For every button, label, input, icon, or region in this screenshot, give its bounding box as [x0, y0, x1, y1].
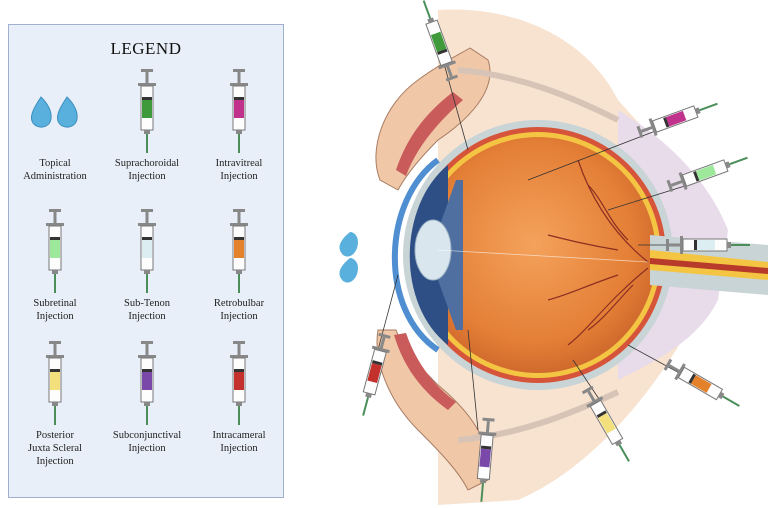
- placed-syringe-icon: [476, 417, 497, 502]
- syringe-icon: [193, 341, 285, 425]
- topical-drops: [339, 232, 358, 283]
- cornea: [391, 157, 440, 353]
- placed-syringe-icon: [362, 332, 391, 416]
- syringe-icon: [9, 209, 101, 293]
- legend-title: LEGEND: [110, 39, 182, 58]
- eye-drops-icon: [9, 69, 101, 153]
- placed-syringe-icon: [422, 0, 459, 82]
- upper-tarsus: [396, 92, 463, 176]
- syringe-icon: [101, 209, 193, 293]
- lower-tarsus: [394, 333, 456, 410]
- placed-syringe-icon: [666, 236, 750, 254]
- syringe-icon: [193, 69, 285, 153]
- placed-syringe-icon: [636, 102, 718, 139]
- placed-syringe-icon: [666, 156, 748, 193]
- placed-syringe-icon: [663, 358, 740, 407]
- syringe-icon: [9, 341, 101, 425]
- syringe-icon: [101, 69, 193, 153]
- eye-diagram: [339, 0, 768, 505]
- syringe-icon: [193, 209, 285, 293]
- placed-syringe-icon: [581, 385, 630, 462]
- syringe-icon: [101, 341, 193, 425]
- lens: [414, 219, 452, 281]
